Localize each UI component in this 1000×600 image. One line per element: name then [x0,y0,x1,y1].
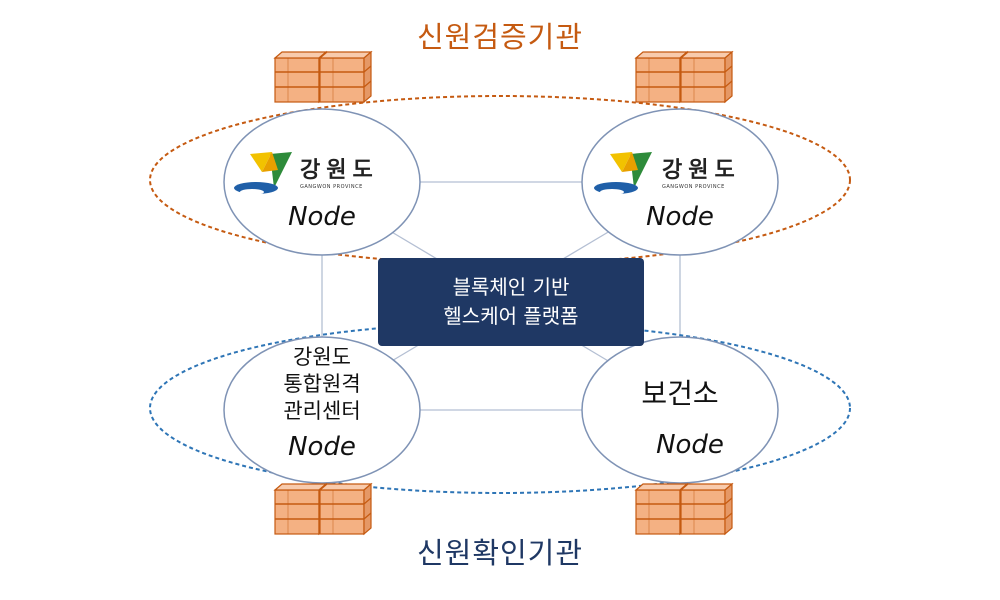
logo-text: 강원도 [662,158,741,183]
server-icon-top-left [274,51,372,103]
name-line: 통합원격 [283,372,361,396]
platform-line-1: 블록체인 기반 [452,275,570,299]
node-top-right-label: Node [646,202,714,232]
name-line: 강원도 [293,345,351,369]
node-bottom-left-name: 강원도 통합원격 관리센터 [222,344,422,425]
node-bottom-right-name: 보건소 [641,377,719,410]
logo-subtext: GANGWON PROVINCE [300,184,363,190]
node-top-right-logo: 강원도 GANGWON PROVINCE [662,152,762,190]
name-line: 관리센터 [283,399,361,423]
logo-text: 강원도 [300,158,379,183]
node-bottom-left-label: Node [288,432,356,462]
node-bottom-right-label: Node [656,430,724,460]
server-icon-bottom-right [635,483,733,535]
server-icon-top-right [635,51,733,103]
gangwon-logo-icon-left [234,152,292,195]
gangwon-logo-icon-right [594,152,652,195]
node-circle-bottom-left [223,336,421,484]
node-circle-bottom-right [581,336,779,484]
bottom-group-title: 신원확인기관 [416,536,584,570]
node-circle-top-left [223,108,421,256]
platform-line-2: 헬스케어 플랫폼 [443,304,579,328]
logo-subtext: GANGWON PROVINCE [662,184,725,190]
center-platform-box: 블록체인 기반 헬스케어 플랫폼 [378,258,644,346]
top-group-title: 신원검증기관 [416,20,584,54]
node-circle-top-right [581,108,779,256]
node-top-left-label: Node [288,202,356,232]
server-icon-bottom-left [274,483,372,535]
node-top-left-logo: 강원도 GANGWON PROVINCE [300,152,400,190]
